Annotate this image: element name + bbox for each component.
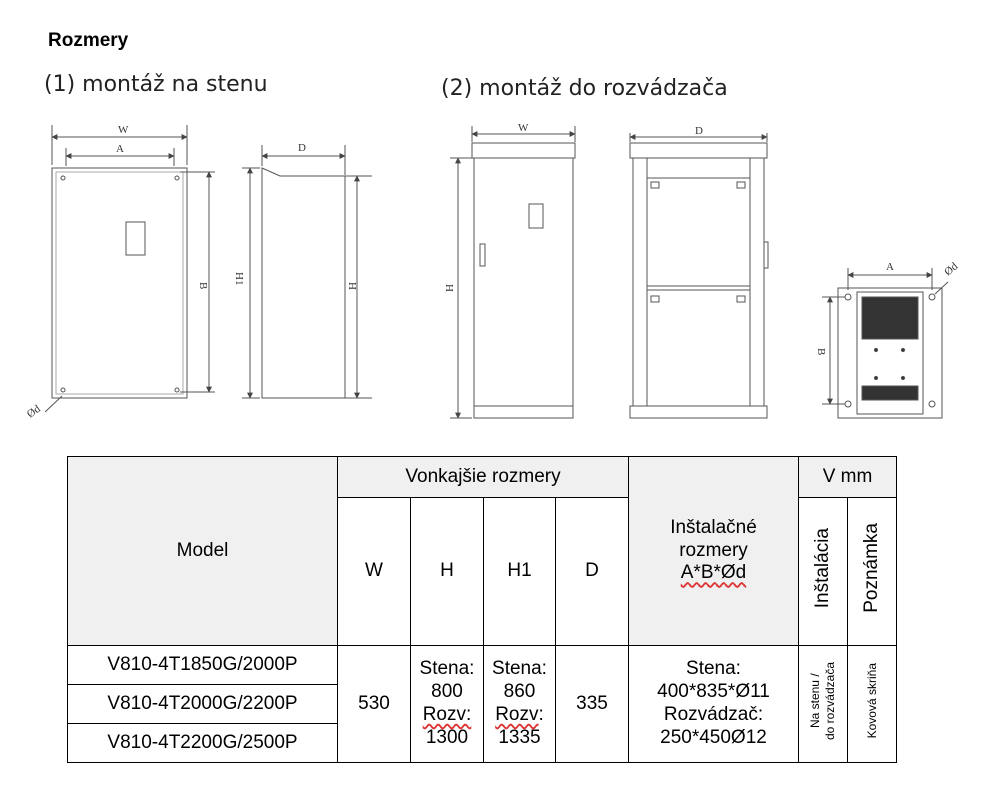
plate-dim-label-a: A [886, 261, 894, 273]
dim-label-b: B [197, 282, 209, 289]
dim-label-d: D [298, 142, 306, 154]
dimension-drawings: W A B H1 D H Ød W H D A B Ød [25, 122, 961, 421]
wall-mount-heading: (1) montáž na stenu [44, 72, 268, 97]
cabinet-side-view [629, 133, 769, 419]
value-note: Kovová skriňa [847, 645, 897, 763]
header-outer-dimensions: Vonkajšie rozmery [337, 456, 629, 498]
header-install-dimensions: Inštalačné rozmery A*B*Ød [628, 456, 799, 646]
header-note: Poznámka [847, 497, 897, 646]
header-unit: V mm [798, 456, 897, 498]
value-install: Stena: 400*835*Ø11 Rozvádzač: 250*450Ø12 [628, 645, 799, 763]
plate-dim-label-b: B [815, 348, 827, 355]
page-title: Rozmery [48, 30, 129, 51]
dim-label-od: Ød [25, 403, 43, 421]
plate-dim-label-od: Ød [942, 260, 960, 278]
value-h1: Stena: 860 Rozv: 1335 [483, 645, 556, 763]
dim-label-w: W [118, 124, 129, 136]
model-row-1: V810-4T1850G/2000P [67, 645, 338, 685]
header-w: W [337, 497, 411, 646]
dim-label-h: H [346, 282, 358, 290]
header-h1: H1 [483, 497, 556, 646]
cabinet-dim-label-w: W [518, 122, 529, 134]
cabinet-dim-label-d: D [695, 125, 703, 137]
header-installation: Inštalácia [798, 497, 848, 646]
model-row-3: V810-4T2200G/2500P [67, 723, 338, 763]
header-h: H [410, 497, 484, 646]
cabinet-front-view [450, 126, 576, 419]
dim-label-h1: H1 [233, 272, 245, 285]
cabinet-dim-label-h: H [443, 284, 455, 292]
cabinet-mount-heading: (2) montáž do rozvádzača [441, 76, 728, 101]
value-h: Stena: 800 Rozv: 1300 [410, 645, 484, 763]
header-d: D [555, 497, 629, 646]
mounting-plate-view [822, 268, 949, 419]
header-model: Model [67, 456, 338, 646]
value-w: 530 [337, 645, 411, 763]
dim-label-a: A [116, 143, 124, 155]
wall-side-view [242, 145, 372, 399]
value-d: 335 [555, 645, 629, 763]
wall-front-view [44, 125, 215, 413]
value-installation-type: Na stenu /do rozvádzača [798, 645, 848, 763]
dimension-table: Model Vonkajšie rozmery Inštalačné rozme… [67, 456, 897, 763]
model-row-2: V810-4T2000G/2200P [67, 684, 338, 724]
